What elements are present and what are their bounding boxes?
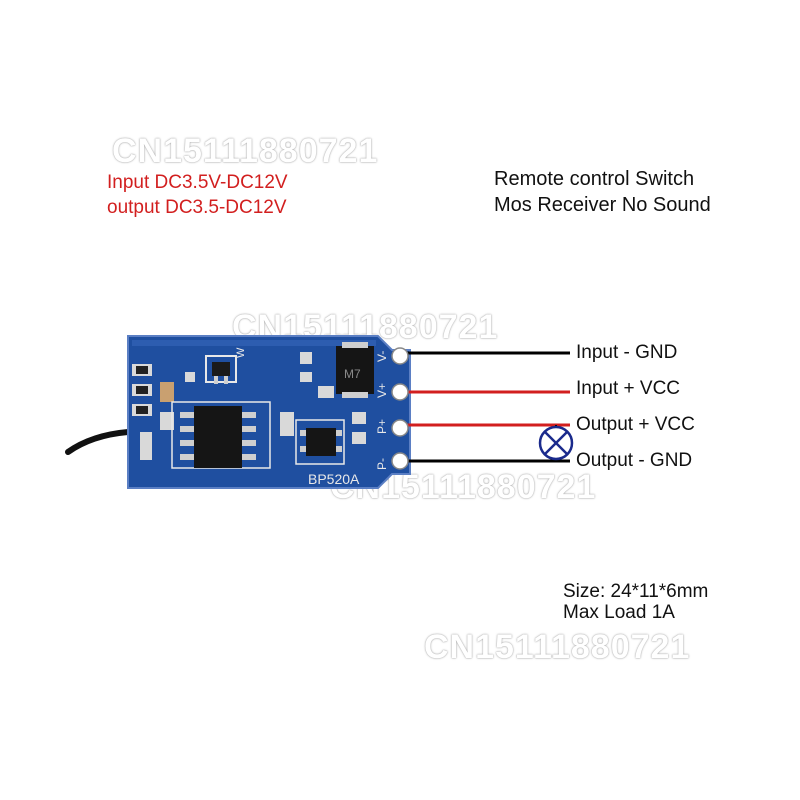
pin-label-p-minus: P- <box>375 458 389 470</box>
antenna-wire <box>65 429 131 455</box>
label-input-gnd: Input - GND <box>576 342 678 363</box>
label-input-vcc: Input + VCC <box>576 378 681 399</box>
pin-label-p-plus: P+ <box>375 419 389 434</box>
watermark: CN15111880721 <box>424 628 691 666</box>
pin-label-v-plus: V+ <box>375 383 389 398</box>
output-voltage-spec: output DC3.5-DC12V <box>107 197 287 218</box>
label-output-vcc: Output + VCC <box>576 414 695 435</box>
label-output-gnd: Output - GND <box>576 450 693 471</box>
silk-w-label: W <box>235 347 247 358</box>
input-voltage-spec: Input DC3.5V-DC12V <box>107 172 288 193</box>
board-model-label: BP520A <box>308 471 360 487</box>
max-load-spec: Max Load 1A <box>563 602 675 623</box>
size-spec: Size: 24*11*6mm <box>563 581 709 602</box>
smd-components <box>132 352 366 460</box>
product-title-line2: Mos Receiver No Sound <box>494 194 711 216</box>
pin-label-v-minus: V- <box>375 351 389 362</box>
lamp-icon <box>538 425 574 461</box>
mosfet-package <box>336 342 374 398</box>
transistor-bottom <box>295 419 345 465</box>
transistor-top <box>205 355 237 384</box>
mosfet-marking: M7 <box>344 367 361 381</box>
ic-chip <box>171 401 271 469</box>
watermark: CN15111880721 <box>112 132 379 170</box>
product-title-line1: Remote control Switch <box>494 168 695 190</box>
pcb-highlight <box>132 340 376 346</box>
pin-pads <box>391 347 409 470</box>
